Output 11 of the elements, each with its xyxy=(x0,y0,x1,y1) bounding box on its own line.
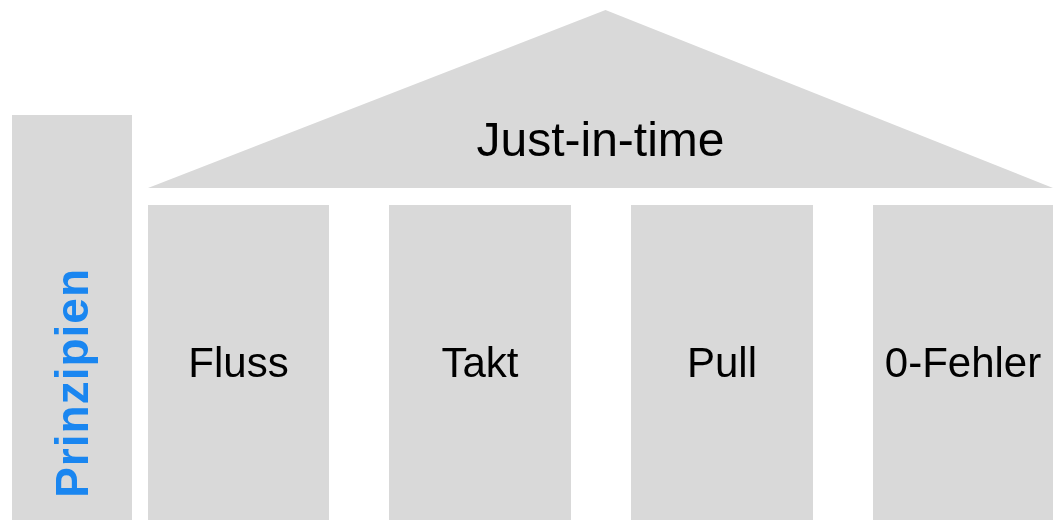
pillar xyxy=(873,205,1053,520)
pillar-label: 0-Fehler xyxy=(884,338,1042,387)
principles-bar xyxy=(12,115,132,520)
pillar-label: Takt xyxy=(441,338,519,387)
pillar xyxy=(631,205,813,520)
pillar xyxy=(148,205,329,520)
roof-label: Just-in-time xyxy=(476,111,725,167)
pillar-label: Pull xyxy=(686,338,757,387)
vertical-heading: Prinzipien xyxy=(45,268,99,498)
pillar xyxy=(389,205,571,520)
pillar-label: Fluss xyxy=(188,338,289,387)
